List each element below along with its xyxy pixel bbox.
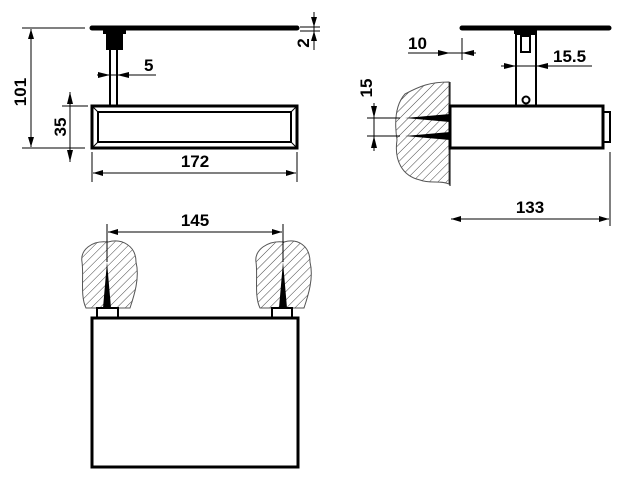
- body-bevel: [97, 111, 292, 143]
- dim-101: 101: [11, 78, 30, 106]
- side-view: 10 15.5 15 133: [357, 25, 612, 226]
- dim-15-5: 15.5: [553, 47, 586, 66]
- dim-10: 10: [408, 34, 427, 53]
- dim-2: 2: [294, 38, 313, 47]
- dim-15: 15: [357, 79, 376, 98]
- screw: [405, 114, 450, 122]
- screw: [279, 262, 287, 308]
- dim-172: 172: [181, 152, 209, 171]
- screw: [405, 132, 450, 140]
- top-view: 145: [81, 211, 312, 469]
- body-side: [448, 104, 605, 150]
- dim-5: 5: [144, 56, 153, 75]
- front-view: 101 35 5 2 172: [11, 12, 320, 182]
- dim-133: 133: [516, 198, 544, 217]
- body: [90, 104, 299, 150]
- wall-section: [395, 81, 450, 185]
- screw: [103, 262, 111, 308]
- dim-35: 35: [51, 118, 70, 137]
- mount: [103, 30, 126, 50]
- body-top: [90, 316, 300, 469]
- dim-145: 145: [181, 211, 209, 230]
- wall-section-left: [81, 240, 138, 309]
